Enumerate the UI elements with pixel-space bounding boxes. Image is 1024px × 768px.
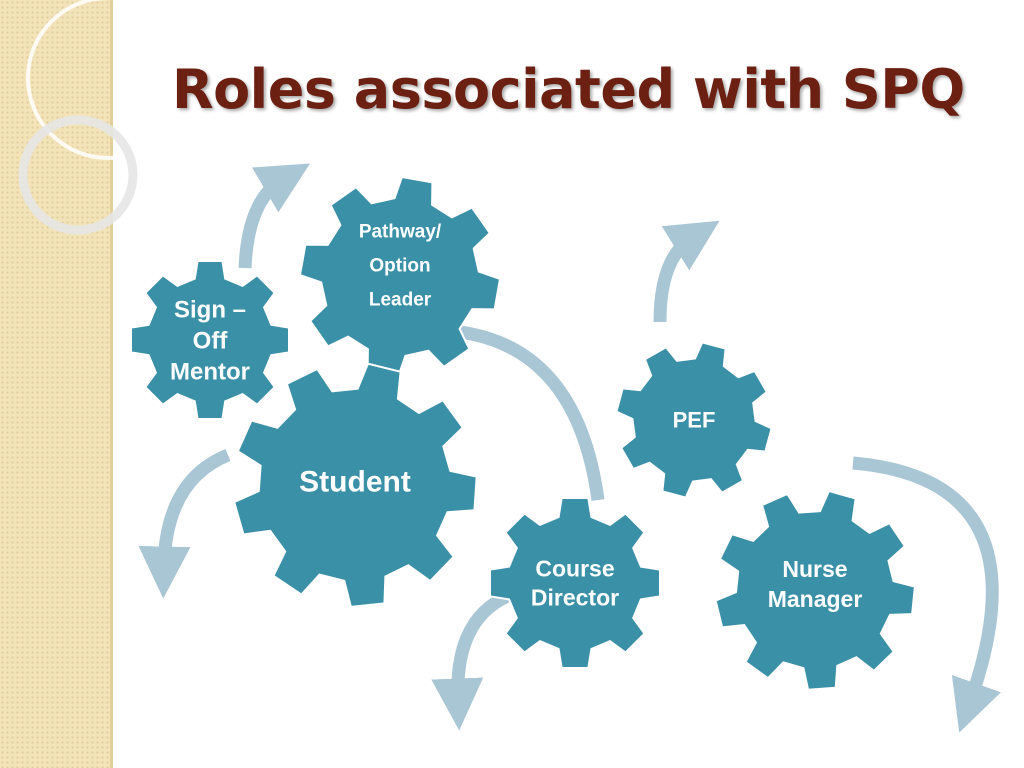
decorative-rings [18,0,140,235]
gear-label-course-director-line-1: Director [531,585,619,611]
gear-label-sign-off-mentor-line-2: Mentor [170,358,250,385]
slide-title: Roles associated with SPQ [172,58,965,121]
gear-shape-sign-off-mentor [130,260,290,420]
arrow-mentor-to-pathway [238,163,311,269]
gear-shape-student [232,362,478,608]
gear-label-pathway-option-leader-line-2: Leader [369,290,432,311]
arrow-pathway-to-course [429,323,605,501]
arrow-pef-up [653,220,720,323]
gear-student: Student [232,362,478,608]
arrow-student-left [138,448,231,599]
gear-label-student-line-0: Student [299,466,411,499]
gear-label-pef-line-0: PEF [673,408,716,433]
arrow-course-left [431,589,513,731]
gear-shape-course-director [489,497,661,669]
gear-label-course-director-line-0: Course [535,556,614,582]
gear-shape-pef [615,341,773,499]
gear-label-pathway-option-leader-line-0: Pathway/ [359,222,442,243]
gear-label-nurse-manager-line-1: Manager [768,586,863,612]
gear-shape-pathway-option-leader [298,175,502,379]
arrows [138,163,1001,733]
sidebar-edge [110,0,113,768]
gear-label-nurse-manager-line-0: Nurse [782,556,847,582]
gear-label-pathway-option-leader-line-1: Option [369,256,430,277]
gear-label-sign-off-mentor-line-0: Sign – [174,296,246,323]
gear-pef: PEF [615,341,773,499]
gear-shape-nurse-manager [714,489,916,691]
gear-label-sign-off-mentor-line-1: Off [193,327,229,354]
arrow-manager-right [852,456,1001,733]
